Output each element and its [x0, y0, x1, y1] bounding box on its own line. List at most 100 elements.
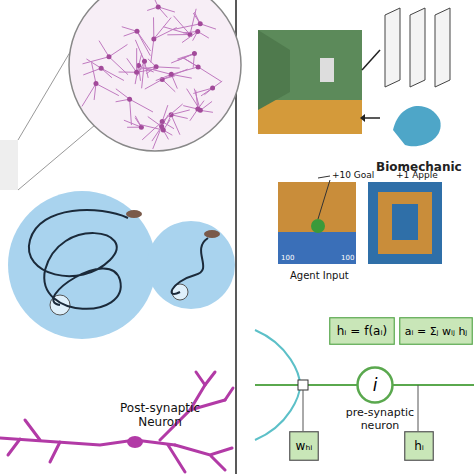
dendrite	[116, 89, 130, 99]
dendrite	[153, 17, 154, 39]
dendrite	[156, 67, 180, 68]
synapse	[298, 380, 308, 390]
dendrite	[142, 122, 162, 140]
cell-body	[93, 81, 98, 86]
dendrite	[148, 117, 162, 127]
cell-body	[142, 59, 147, 64]
dendrite	[167, 34, 190, 35]
cell-body	[127, 97, 132, 102]
outline-shape	[405, 432, 434, 461]
maze-view	[258, 30, 362, 134]
arrowhead	[360, 114, 365, 122]
dendrite	[171, 115, 180, 135]
post-synaptic-neuron	[0, 372, 233, 472]
node-text: i	[373, 375, 378, 395]
dendrite	[151, 39, 154, 63]
equation-box: aᵢ = Σⱼ wᵢⱼ hⱼ	[399, 317, 473, 345]
cell-body	[134, 70, 139, 75]
flow-arrow	[362, 50, 380, 70]
score-number: 100	[341, 254, 354, 262]
dendrite	[127, 58, 137, 72]
neuron-network	[82, 0, 222, 149]
dendrite	[196, 90, 198, 109]
dendrite	[83, 57, 109, 64]
neuron-unit: i	[356, 366, 394, 404]
cell-body	[160, 119, 165, 124]
dendrite	[82, 84, 96, 107]
dendrite	[156, 74, 172, 80]
cell-body	[151, 36, 156, 41]
agent-input-floor	[278, 232, 356, 264]
caption-label: Agent Input	[290, 270, 349, 281]
dendrite	[92, 63, 96, 84]
node-text: hᵢ = f(aᵢ)	[337, 324, 388, 338]
input-curve	[255, 330, 300, 385]
dendrite	[182, 31, 198, 42]
dendrite	[119, 71, 137, 72]
cell-body	[210, 86, 215, 91]
leader-line	[318, 176, 330, 178]
dendrite	[142, 61, 145, 88]
dendrite	[145, 79, 162, 89]
dendrite	[130, 99, 153, 112]
score-number: 100	[281, 254, 294, 262]
zoom-line	[18, 125, 95, 190]
apple	[311, 219, 325, 233]
dendrite	[136, 48, 137, 72]
neuron-label: Post-synaptic Neuron	[120, 402, 200, 430]
mouse	[126, 210, 142, 218]
dendrite	[83, 68, 101, 75]
network-layers	[385, 8, 450, 87]
maze-map-corridor	[392, 204, 418, 240]
dendrite	[96, 84, 119, 96]
maze-wall	[258, 30, 290, 110]
dendrite	[158, 7, 175, 12]
water-maze	[147, 221, 235, 309]
water-maze	[8, 191, 156, 339]
agent-input-frame	[278, 182, 356, 264]
outline-shape	[290, 432, 319, 461]
dendrite	[152, 127, 162, 142]
cell-body	[198, 21, 203, 26]
dendrite	[101, 68, 124, 80]
leader-line	[303, 390, 304, 431]
biomechanical-body	[393, 106, 441, 146]
soma	[127, 436, 143, 448]
dendrite	[198, 67, 222, 82]
dendrite	[171, 110, 190, 115]
dendrite	[174, 16, 190, 35]
dendrite	[137, 69, 157, 72]
outline-shape	[330, 318, 395, 345]
dendrite	[173, 24, 200, 30]
maze-map	[368, 182, 442, 264]
maze-floor	[258, 100, 362, 134]
dendrite	[183, 58, 198, 67]
dendrite	[171, 115, 188, 119]
dendrite	[182, 57, 198, 67]
tissue-sample	[0, 140, 18, 190]
swim-path	[29, 210, 128, 309]
cell-body	[106, 54, 111, 59]
mouse	[204, 230, 220, 238]
cell-body	[195, 107, 200, 112]
cell-body	[169, 72, 174, 77]
dendrite	[130, 99, 132, 125]
node-text: wₕᵢ	[296, 439, 313, 453]
node-text: aᵢ = Σⱼ wᵢⱼ hⱼ	[405, 325, 468, 338]
activation-box: hᵢ	[404, 431, 434, 461]
dendrite	[153, 127, 162, 149]
weight-box: wₕᵢ	[289, 431, 319, 461]
dendrite	[137, 31, 150, 55]
leader-line	[318, 180, 330, 219]
dendrite	[162, 104, 183, 122]
node-text: hᵢ	[414, 439, 424, 453]
outline-shape	[400, 318, 473, 345]
flow-arrow	[365, 117, 380, 119]
outline-shape	[358, 368, 393, 403]
leader-line	[418, 385, 419, 431]
dendrite	[109, 44, 127, 56]
cell-body	[99, 66, 104, 71]
dendrite	[162, 79, 175, 91]
cell-body	[156, 4, 161, 9]
